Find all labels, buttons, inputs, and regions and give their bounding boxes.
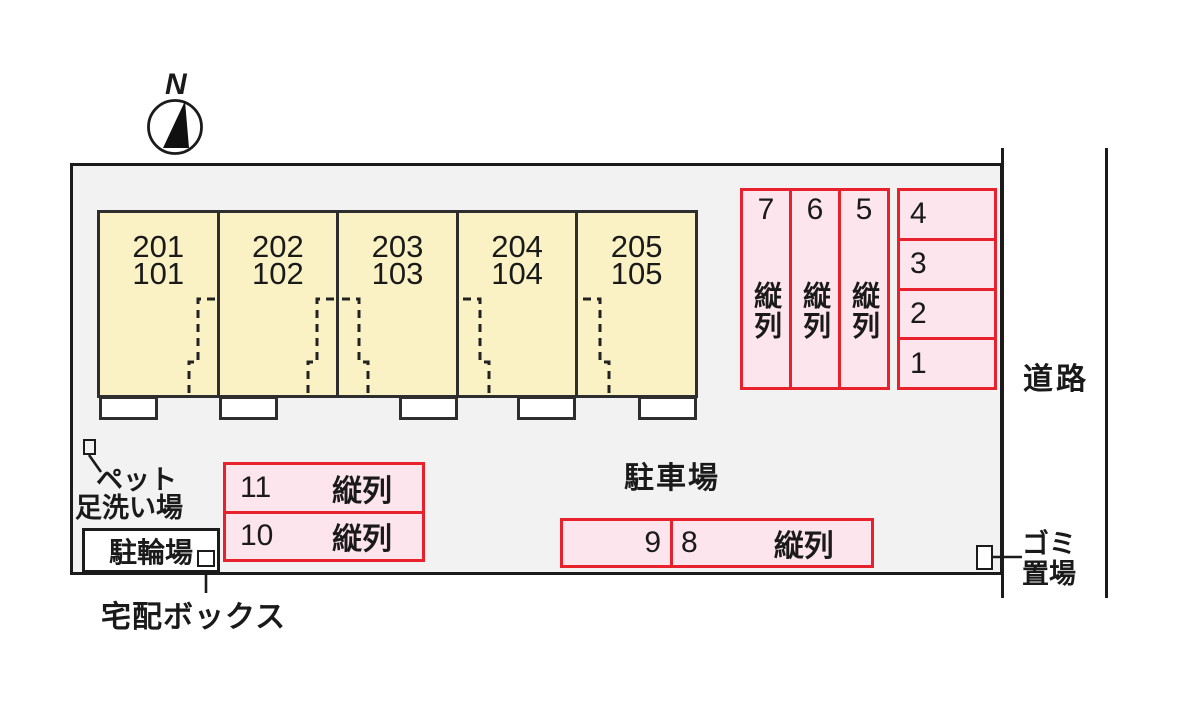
parking-space-11: 11 縦列 <box>226 465 422 511</box>
delivery-box-label: 宅配ボックス <box>101 601 287 634</box>
bicycle-parking-label: 駐輪場 <box>108 536 193 568</box>
space-number: 5 <box>855 193 873 226</box>
tandem-label: 縦列 <box>849 281 880 341</box>
road-label: 道路 <box>1023 363 1089 396</box>
parking-tandem-columns: 7 縦列 6 縦列 5 縦列 <box>740 188 890 390</box>
parking-space-2: 2 <box>900 287 994 338</box>
parking-space-5: 5 縦列 <box>838 191 887 387</box>
unit-204-104: 204 104 <box>455 213 576 395</box>
parking-space-7: 7 縦列 <box>743 191 789 387</box>
unit-lower-number: 101 <box>132 256 185 291</box>
pet-wash-label-line1: ペット <box>96 465 177 495</box>
unit-lower-number: 104 <box>491 256 543 291</box>
tandem-label: 縦列 <box>751 281 782 341</box>
garbage-label-line2: 置場 <box>1022 559 1076 589</box>
pet-wash-label: ペット 足洗い場 <box>75 466 183 522</box>
unit-label: 202 102 <box>220 229 337 291</box>
space-number: 11 <box>240 470 272 504</box>
apartment-building: 201 101 202 102 203 103 204 104 205 <box>97 210 698 398</box>
tandem-label: 縦列 <box>332 474 392 508</box>
compass-north-label: N <box>165 68 187 101</box>
entrance-porch <box>99 396 158 420</box>
unit-upper-number: 205 <box>610 229 663 264</box>
unit-label: 201 101 <box>100 229 217 291</box>
garbage-label-line1: ゴミ <box>1022 529 1076 559</box>
pet-wash-marker <box>83 439 96 455</box>
parking-lot-label: 駐車場 <box>624 462 720 495</box>
compass-icon <box>147 99 203 155</box>
parking-bottom-tandem: 9 8 縦列 <box>560 518 874 568</box>
road-edge-line-outer <box>1105 148 1108 598</box>
pet-wash-label-line2: 足洗い場 <box>75 493 183 523</box>
space-number: 6 <box>806 193 824 226</box>
space-number: 10 <box>240 519 274 553</box>
parking-space-4: 4 <box>910 197 927 231</box>
entrance-porch <box>638 396 697 420</box>
unit-201-101: 201 101 <box>100 213 217 395</box>
tandem-label: 縦列 <box>332 523 392 557</box>
unit-upper-number: 204 <box>491 229 543 264</box>
unit-203-103: 203 103 <box>336 213 456 395</box>
parking-space-10: 10 縦列 <box>226 510 422 560</box>
road-edge-line-inner <box>1001 148 1004 598</box>
entrance-porch <box>219 396 278 420</box>
entrance-porch <box>399 396 458 420</box>
unit-upper-number: 203 <box>371 229 424 264</box>
parking-left-tandem: 11 縦列 10 縦列 <box>223 462 425 562</box>
unit-label: 204 104 <box>459 229 576 291</box>
parking-space-6: 6 縦列 <box>789 191 838 387</box>
parking-space-9: 9 <box>563 521 673 565</box>
garbage-area-marker <box>976 545 993 570</box>
unit-lower-number: 105 <box>610 256 663 291</box>
parking-space-8: 8 縦列 <box>673 521 871 565</box>
space-number: 7 <box>757 193 775 226</box>
tandem-label: 縦列 <box>773 530 834 563</box>
parking-row-stack: 4 3 2 1 <box>897 188 997 390</box>
unit-label: 205 105 <box>578 229 695 291</box>
parking-space-3: 3 <box>900 237 994 288</box>
unit-lower-number: 102 <box>252 256 304 291</box>
parking-space-1: 1 <box>900 337 994 387</box>
garbage-area-label: ゴミ 置場 <box>1022 529 1076 589</box>
delivery-box-marker <box>197 550 215 567</box>
tandem-label: 縦列 <box>800 281 831 341</box>
space-number: 8 <box>681 526 698 559</box>
unit-205-105: 205 105 <box>575 213 695 395</box>
unit-202-102: 202 102 <box>216 213 337 395</box>
unit-lower-number: 103 <box>371 256 424 291</box>
unit-upper-number: 202 <box>252 229 304 264</box>
unit-upper-number: 201 <box>132 229 185 264</box>
entrance-porch <box>517 396 576 420</box>
unit-label: 203 103 <box>339 229 456 291</box>
